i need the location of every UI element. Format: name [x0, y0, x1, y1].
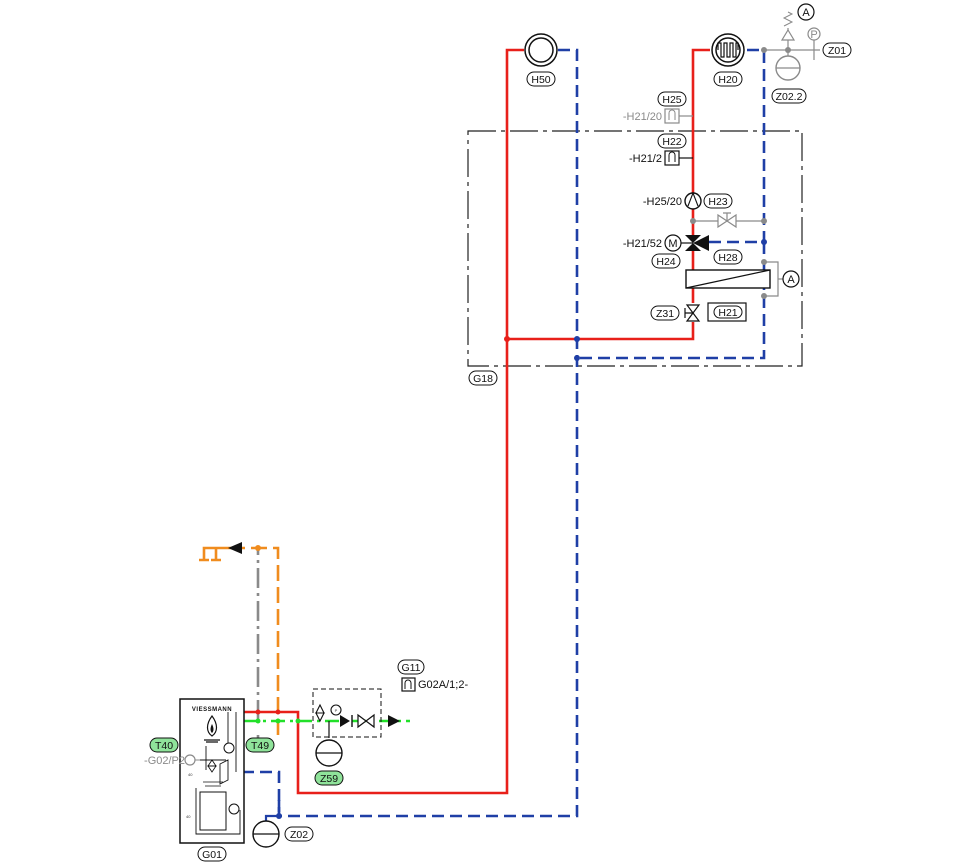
motor-icon [664, 234, 682, 252]
t49-tag: T49 [245, 737, 275, 753]
ref-g02-p2: -G02/P2 [144, 755, 185, 767]
sensor-h25: H25 -H21/20 [623, 91, 693, 124]
pressure-p-label-gas: P [335, 708, 338, 713]
label-g18: G18 [473, 373, 493, 385]
label-h50: H50 [531, 74, 550, 86]
svg-text:40: 40 [188, 772, 193, 777]
ref-h25-20: -H25/20 [643, 196, 682, 208]
point-a-label-mid: A [787, 274, 795, 286]
label-z59: Z59 [320, 773, 338, 785]
sensor-t40-icon [184, 754, 196, 766]
ref-h21-20: -H21/20 [623, 111, 662, 123]
ref-h21-2: -H21/2 [629, 153, 662, 165]
controller-h21: H21 [707, 302, 747, 322]
label-h28: H28 [718, 252, 737, 264]
label-h24: H24 [656, 256, 675, 268]
point-a-icon [782, 270, 800, 288]
radiator-h50: H50 [524, 33, 558, 87]
boiler-pump-icon [223, 742, 235, 754]
motor-m-label: M [668, 238, 677, 250]
bypass-valve [693, 212, 764, 229]
label-h25: H25 [662, 94, 681, 106]
point-a-label-top: A [802, 7, 810, 19]
label-t49: T49 [251, 740, 269, 752]
heat-exchanger-h28: H28 A [685, 249, 800, 297]
return-lines [244, 48, 766, 818]
module-g18-frame [467, 130, 803, 367]
label-h20: H20 [718, 74, 737, 86]
supply-lines [244, 48, 710, 795]
boiler-g01: VIESSMANN 40 40 T40 -G02/P2 G01 [144, 698, 245, 862]
svg-text:40: 40 [186, 814, 191, 819]
floor-heating-h20: H20 [711, 33, 745, 87]
valve-z31: Z31 [650, 304, 701, 322]
point-a-icon [797, 3, 815, 21]
label-z02: Z02 [290, 829, 308, 841]
dhw-lines [199, 546, 280, 735]
label-h21: H21 [718, 307, 737, 319]
label-h23: H23 [708, 196, 727, 208]
label-h22: H22 [662, 136, 681, 148]
pressure-p-label: P [810, 29, 817, 41]
label-g01: G01 [202, 849, 222, 861]
boiler-brand: VIESSMANN [192, 707, 232, 713]
label-t40: T40 [155, 740, 173, 752]
label-g11: G11 [401, 662, 420, 674]
pump-h23: -H25/20 H23 [643, 191, 733, 210]
sensor-h22: H22 -H21/2 [629, 133, 693, 166]
label-z31: Z31 [656, 308, 674, 320]
thermostat-icon [664, 108, 680, 124]
label-z02-2: Z02.2 [776, 91, 803, 103]
ref-g02a: G02A/1;2- [418, 679, 468, 691]
safety-group-z01: A P Z02.2 Z01 [764, 3, 852, 104]
mixing-valve-h24: M -H21/52 H24 [623, 234, 709, 269]
expansion-vessel-z02: Z02 [252, 814, 314, 848]
ref-h21-52: -H21/52 [623, 238, 662, 250]
pump-icon [684, 192, 702, 210]
gas-meter-g11: G11 G02A/1;2- [397, 659, 468, 692]
g18-tag: G18 [468, 370, 498, 386]
pressure-gauge-icon [807, 27, 821, 41]
label-z01: Z01 [828, 45, 846, 57]
dhw-outlet [228, 542, 242, 554]
gas-safety-unit: P Z59 [312, 688, 400, 786]
thermostat-icon [664, 150, 680, 166]
junction-dots [255, 47, 791, 819]
